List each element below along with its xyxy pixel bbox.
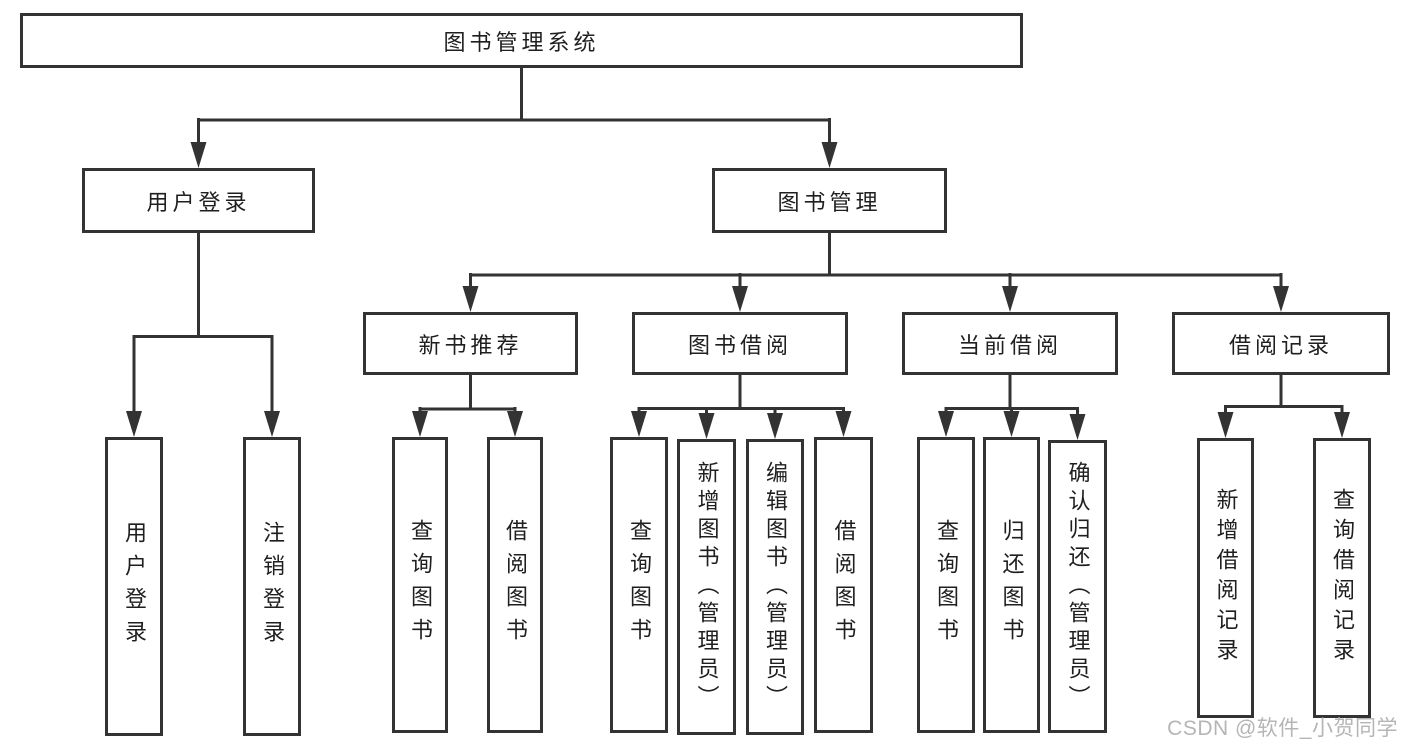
node-current-borrowing-label: 当前借阅 [957, 332, 1062, 358]
node-user-login-leaf: 用户登录 [105, 437, 163, 736]
node-book-management-label: 图书管理 [777, 189, 882, 215]
node-borrow-records-label: 借阅记录 [1228, 332, 1333, 358]
node-add-borrow-record: 新增借阅记录 [1197, 438, 1254, 718]
node-book-borrowing: 图书借阅 [632, 312, 848, 375]
node-query-books-borrowing-label: 查询图书 [627, 519, 652, 651]
node-book-borrowing-label: 图书借阅 [687, 332, 792, 358]
node-user-login-leaf-label: 用户登录 [122, 520, 147, 653]
node-return-books: 归还图书 [983, 437, 1040, 733]
node-edit-book-admin: 编辑图书（管理员） [746, 439, 804, 735]
node-borrow-books: 借阅图书 [814, 437, 873, 733]
node-add-book-admin: 新增图书（管理员） [677, 439, 736, 735]
node-book-management: 图书管理 [712, 168, 947, 233]
node-confirm-return-admin: 确认归还（管理员） [1048, 440, 1107, 733]
node-library-system: 图书管理系统 [20, 13, 1023, 68]
node-query-borrow-record: 查询借阅记录 [1313, 438, 1371, 718]
node-borrow-books-recommend: 借阅图书 [487, 437, 543, 733]
node-borrow-books-label: 借阅图书 [831, 519, 857, 651]
node-query-books-recommend-label: 查询图书 [408, 519, 433, 651]
node-query-borrow-record-label: 查询借阅记录 [1330, 488, 1355, 668]
node-current-borrowing: 当前借阅 [902, 312, 1118, 375]
node-add-borrow-record-label: 新增借阅记录 [1213, 488, 1239, 668]
node-query-books-recommend: 查询图书 [392, 437, 448, 733]
node-library-system-label: 图书管理系统 [443, 29, 600, 55]
node-query-books-current-label: 查询图书 [934, 519, 959, 651]
node-new-book-recommend-label: 新书推荐 [418, 332, 523, 358]
node-confirm-return-admin-label: 确认归还（管理员） [1065, 460, 1091, 713]
node-edit-book-admin-label: 编辑图书（管理员） [763, 461, 788, 713]
node-user-login-label: 用户登录 [146, 189, 251, 215]
node-new-book-recommend: 新书推荐 [363, 312, 578, 375]
node-user-login: 用户登录 [82, 168, 315, 233]
node-logout-label: 注销登录 [260, 520, 285, 653]
node-add-book-admin-label: 新增图书（管理员） [694, 461, 720, 713]
node-borrow-records: 借阅记录 [1172, 312, 1390, 375]
csdn-watermark: CSDN @软件_小贺同学 [1167, 717, 1398, 740]
node-logout: 注销登录 [243, 437, 301, 736]
node-borrow-books-recommend-label: 借阅图书 [503, 519, 528, 651]
node-query-books-borrowing: 查询图书 [610, 437, 668, 733]
node-return-books-label: 归还图书 [999, 519, 1025, 651]
node-query-books-current: 查询图书 [917, 437, 975, 733]
